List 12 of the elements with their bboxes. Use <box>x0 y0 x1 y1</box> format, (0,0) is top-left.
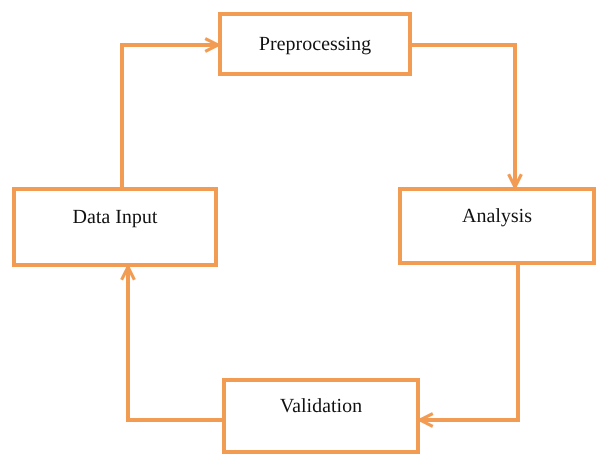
box-label: Preprocessing <box>258 32 372 56</box>
process-box <box>398 187 596 265</box>
box-label: Analysis <box>462 204 532 228</box>
arrow <box>120 37 220 187</box>
box-label: Validation <box>280 394 362 418</box>
arrow <box>412 43 523 189</box>
arrow <box>120 265 222 422</box>
process-box <box>222 378 420 454</box>
box-label: Data Input <box>72 206 158 228</box>
process-box <box>218 12 412 76</box>
arrow <box>418 265 520 428</box>
process-box <box>12 187 218 267</box>
